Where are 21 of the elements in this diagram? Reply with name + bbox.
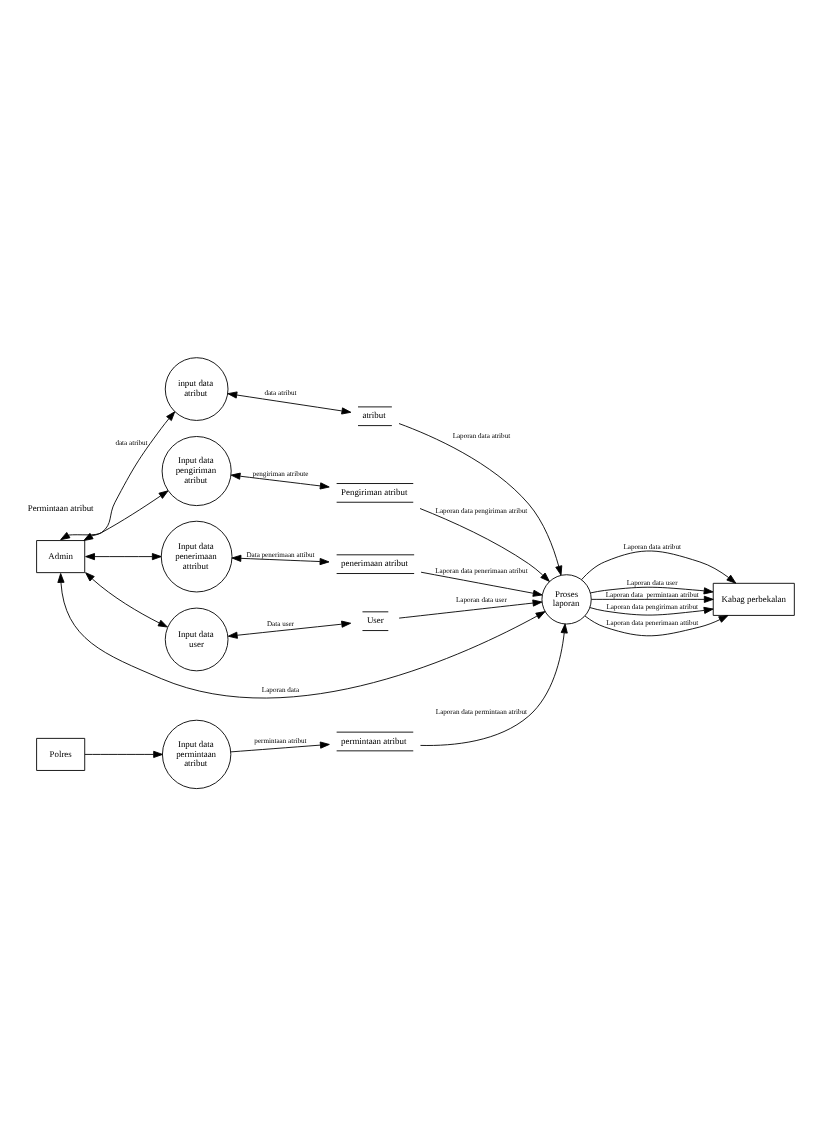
arrow: [85, 552, 162, 560]
arrow: [60, 410, 176, 540]
arrow: [398, 598, 543, 618]
arrow: [84, 749, 164, 757]
arrow: [398, 422, 563, 575]
arrow: [227, 619, 352, 638]
arrow: [419, 507, 550, 581]
arrow: [420, 570, 543, 596]
arrow: [230, 471, 330, 489]
arrow: [57, 572, 546, 698]
arrow: [420, 622, 568, 745]
arrow: [85, 571, 168, 627]
arrow: [581, 549, 737, 583]
arrow: [83, 489, 169, 540]
arrow: [584, 614, 729, 636]
arrow: [231, 553, 330, 565]
arrow: [227, 390, 352, 414]
arrow: [590, 594, 714, 602]
arrow: [589, 605, 714, 615]
arrow: [230, 740, 330, 752]
arrow: [590, 585, 714, 594]
